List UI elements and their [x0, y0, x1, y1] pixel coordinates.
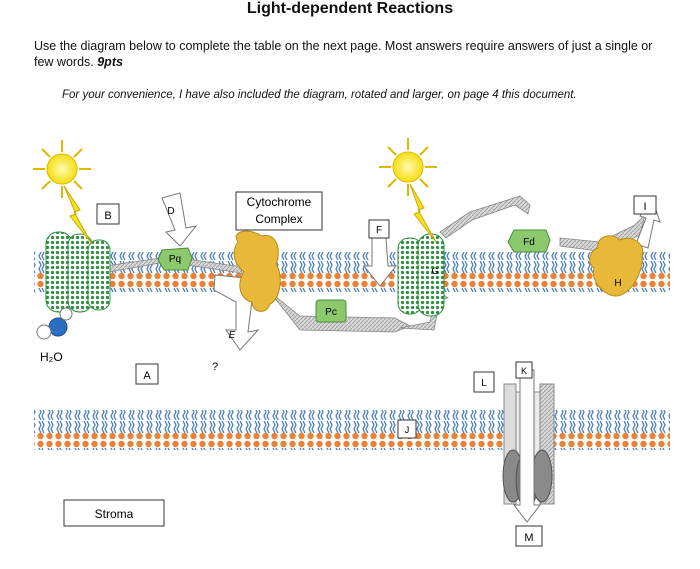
lower-membrane: [34, 410, 670, 450]
label-l: L: [481, 378, 487, 389]
label-f: F: [376, 225, 382, 236]
label-cytochrome-line1: Cytochrome: [247, 195, 312, 209]
label-cytochrome-line2: Complex: [255, 212, 302, 226]
points-value: 9pts: [97, 55, 123, 69]
electron-path-5: [439, 195, 531, 239]
lightning-left-icon: [63, 185, 93, 245]
pc-molecule: [315, 299, 347, 323]
instructions-text: Use the diagram below to complete the ta…: [34, 39, 653, 69]
label-fd: Fd: [523, 237, 535, 248]
arrow-d: [161, 192, 198, 247]
lightning-right-icon: [409, 183, 437, 243]
label-box-b: [96, 203, 120, 225]
label-box-f: [368, 219, 390, 239]
cytochrome-complex: [233, 230, 281, 312]
label-pq: Pq: [169, 254, 181, 265]
label-b: B: [104, 210, 111, 222]
pq-molecule: [157, 247, 193, 271]
label-box-j: [397, 419, 417, 439]
label-g: G: [431, 266, 438, 276]
label-i: I: [643, 201, 646, 213]
label-m: M: [524, 532, 533, 544]
label-box-l: [473, 371, 495, 393]
thylakoid-membrane: [34, 252, 670, 292]
arrow-f: [362, 237, 398, 287]
atp-synthase: [502, 369, 555, 523]
label-box-m: [515, 525, 543, 547]
label-k: K: [521, 366, 527, 376]
photosystem-ii: [45, 231, 111, 313]
label-box-k: [515, 361, 533, 379]
label-j: J: [405, 425, 410, 435]
photosystem-i: [397, 233, 445, 317]
page-title: Light-dependent Reactions: [246, 0, 454, 17]
label-pc: Pc: [325, 307, 337, 318]
label-box-a: [135, 363, 159, 385]
cytochrome-box: [235, 191, 323, 231]
label-d: D: [167, 206, 174, 217]
water-molecule-icon: [36, 307, 73, 340]
label-h: H: [614, 278, 621, 289]
label-water: H₂O: [40, 350, 63, 364]
instructions: Use the diagram below to complete the ta…: [34, 38, 674, 70]
diagram-note: For your convenience, I have also includ…: [62, 89, 577, 101]
stroma-box: [63, 499, 165, 527]
label-question: ?: [212, 361, 218, 373]
sun-left-icon: [33, 140, 91, 198]
label-box-i: [633, 195, 657, 215]
label-stroma: Stroma: [95, 507, 134, 521]
fd-molecule: [507, 229, 551, 253]
label-a: A: [143, 370, 151, 382]
h-enzyme: [589, 235, 644, 297]
sun-right-icon: [379, 138, 437, 196]
label-e: E: [229, 330, 236, 341]
